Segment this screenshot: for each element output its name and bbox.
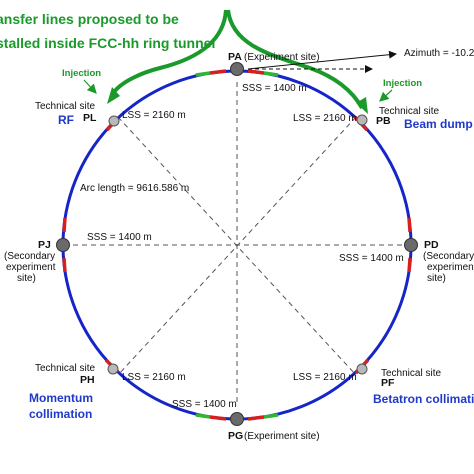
transfer-lines <box>112 9 364 109</box>
site-pg-desc: (Experiment site) <box>244 431 320 442</box>
injection-pointer-right <box>379 89 393 102</box>
site-pl-marker <box>108 115 120 127</box>
site-ph-marker <box>107 363 119 375</box>
sss-bottom-label: SSS = 1400 m <box>172 399 237 410</box>
site-ph-top: Technical site <box>35 363 95 374</box>
azimuth-arrow <box>247 50 397 70</box>
header-line-1: ansfer lines proposed to be <box>0 11 179 27</box>
site-pl-code: PL <box>83 112 97 124</box>
site-ph-name2: collimation <box>29 407 92 421</box>
injection-arrowhead-left <box>107 87 120 104</box>
azimuth-label: Azimuth = -10.2° <box>404 48 474 59</box>
injection-label-right: Injection <box>383 78 422 89</box>
site-pa-marker <box>230 62 244 76</box>
site-pa-code: PA <box>228 51 242 63</box>
site-pb-marker <box>356 114 368 126</box>
site-pf-marker <box>356 363 368 375</box>
site-ph-code: PH <box>80 374 95 386</box>
injection-label-left: Injection <box>62 68 101 79</box>
sss-right-label: SSS = 1400 m <box>339 253 404 264</box>
site-pd-marker <box>404 238 418 252</box>
header-line-2: stalled inside FCC-hh ring tunnel <box>0 35 215 51</box>
arc-length-label: Arc length = 9616.586 m <box>80 183 189 194</box>
site-pf-name: Betatron collimation <box>373 392 474 406</box>
site-pj-l3: site) <box>17 273 36 284</box>
lss-bl-label: LSS = 2160 m <box>122 372 186 383</box>
site-pj-code: PJ <box>38 239 51 251</box>
site-pf-top: Technical site <box>381 368 441 379</box>
site-pb-code: PB <box>376 115 391 127</box>
lss-tl-label: LSS = 2160 m <box>122 110 186 121</box>
site-pj-marker <box>56 238 70 252</box>
site-pg-code: PG <box>228 430 243 442</box>
injection-arrowhead-right <box>356 97 368 114</box>
site-pd-code: PD <box>424 239 439 251</box>
site-pd-l1: (Secondary <box>423 251 474 262</box>
lss-tr-label: LSS = 2160 m <box>293 113 357 124</box>
site-pd-l2: experiment <box>427 262 474 273</box>
site-pl-top: Technical site <box>35 101 95 112</box>
site-ph-name1: Momentum <box>29 391 93 405</box>
site-pg-marker <box>230 412 244 426</box>
site-pj-l1: (Secondary <box>4 251 55 262</box>
lss-br-label: LSS = 2160 m <box>293 372 357 383</box>
site-pl-name: RF <box>58 113 74 127</box>
dashed-guide-lines <box>64 82 410 405</box>
site-pf-code: PF <box>381 377 395 389</box>
site-pj-l2: experiment <box>6 262 56 273</box>
sss-left-label: SSS = 1400 m <box>87 232 152 243</box>
injection-pointer-left <box>83 79 97 94</box>
site-pd-l3: site) <box>427 273 446 284</box>
sss-top-label: SSS = 1400 m <box>242 83 307 94</box>
site-pb-top: Technical site <box>379 106 439 117</box>
site-pb-name: Beam dump <box>404 117 473 131</box>
site-markers <box>56 62 418 426</box>
site-pa-desc: (Experiment site) <box>244 52 320 63</box>
